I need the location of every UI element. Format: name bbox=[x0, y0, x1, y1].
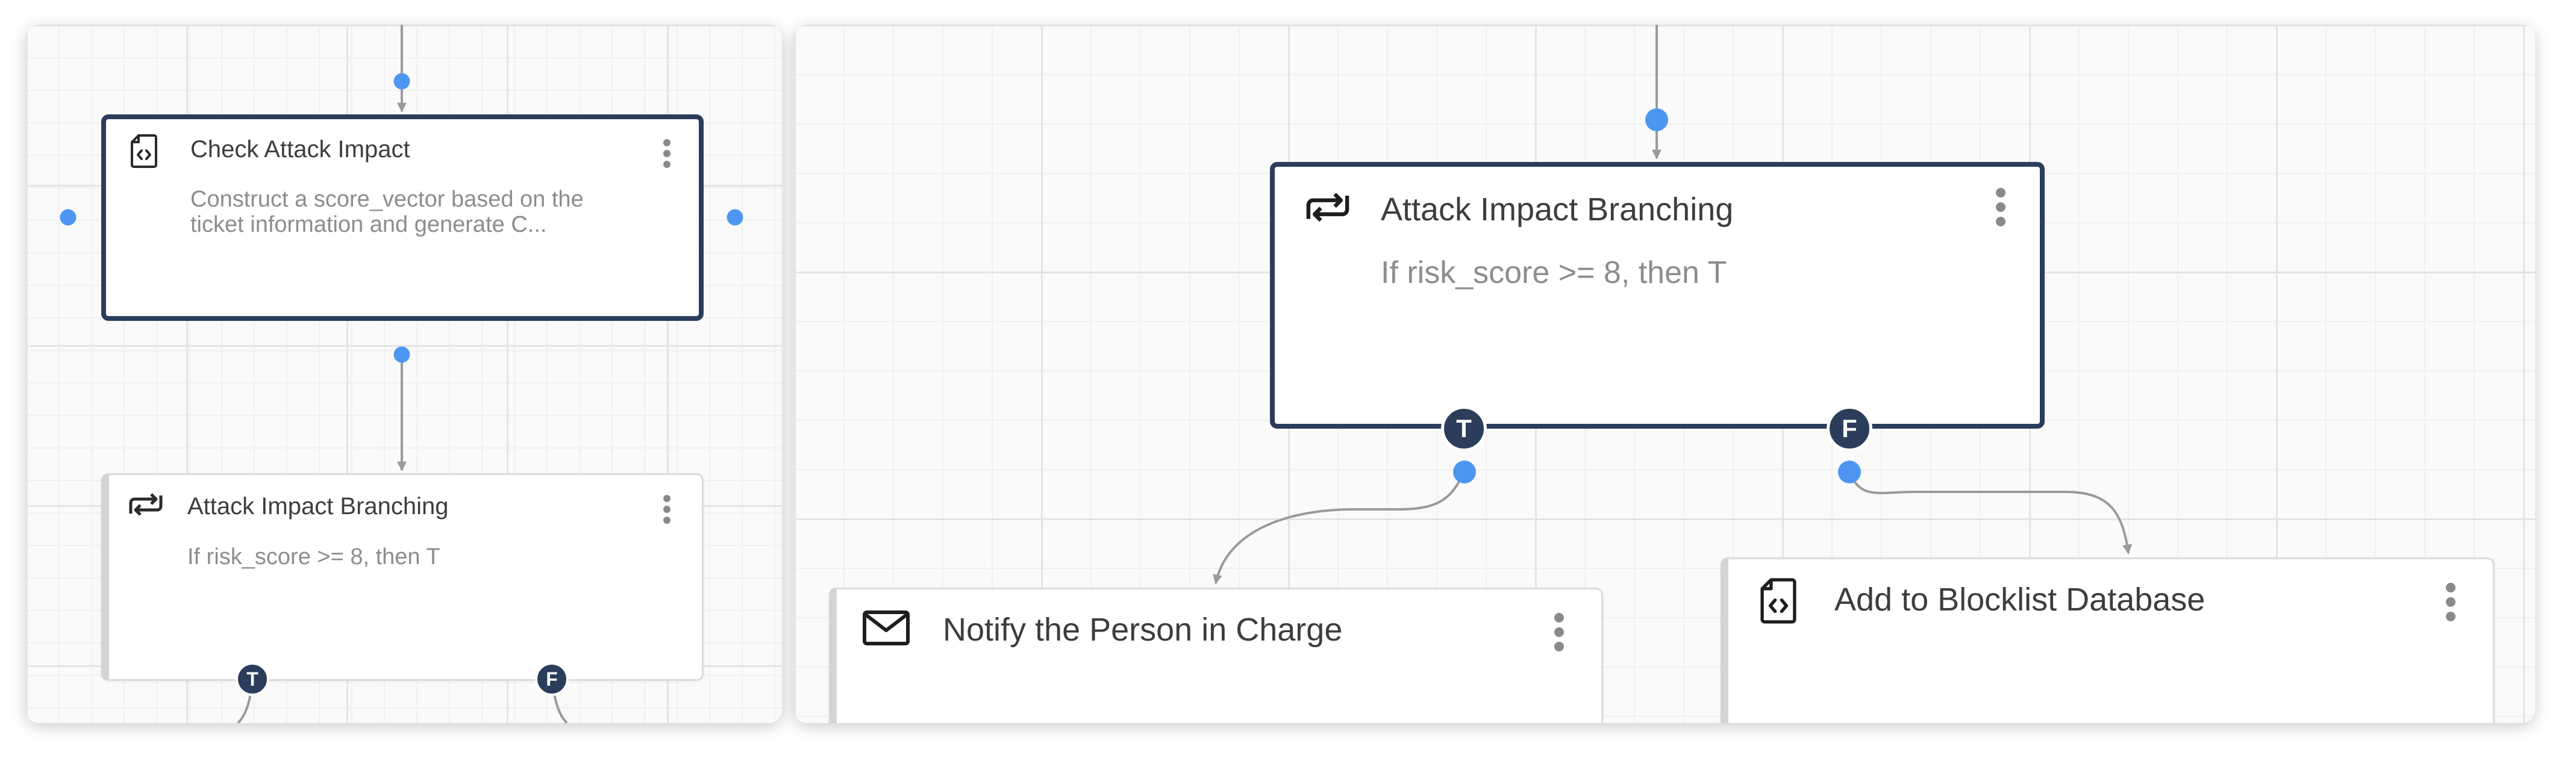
node-notify-person-in-charge[interactable]: Notify the Person in Charge bbox=[829, 588, 1603, 723]
canvas-right[interactable]: Attack Impact Branching If risk_score >=… bbox=[794, 25, 2535, 723]
branch-arrows-icon bbox=[1304, 185, 1352, 228]
node-title: Add to Blocklist Database bbox=[1834, 582, 2206, 618]
branch-arrows-icon bbox=[127, 487, 164, 521]
true-branch-badge[interactable]: T bbox=[1441, 406, 1487, 452]
true-branch-handle[interactable] bbox=[1453, 461, 1476, 483]
node-title: Attack Impact Branching bbox=[187, 493, 449, 520]
true-branch-badge[interactable]: T bbox=[236, 662, 269, 696]
connection-handle-top[interactable] bbox=[393, 73, 410, 90]
node-attack-impact-branching[interactable]: Attack Impact Branching If risk_score >=… bbox=[1270, 162, 2045, 429]
connection-handle-bottom[interactable] bbox=[393, 346, 410, 363]
connection-handle-top[interactable] bbox=[1645, 108, 1668, 131]
false-branch-handle[interactable] bbox=[1838, 461, 1861, 483]
connection-handle-right[interactable] bbox=[727, 209, 743, 226]
node-title: Notify the Person in Charge bbox=[943, 612, 1343, 648]
node-description: Construct a score_vector based on the ti… bbox=[190, 187, 584, 237]
node-menu-icon[interactable] bbox=[1552, 612, 1566, 652]
node-menu-icon[interactable] bbox=[1994, 187, 2007, 227]
edges-right bbox=[1213, 25, 2132, 585]
node-menu-icon[interactable] bbox=[662, 138, 672, 169]
node-description: If risk_score >= 8, then T bbox=[1381, 255, 1727, 290]
node-check-attack-impact[interactable]: Check Attack Impact Construct a score_ve… bbox=[101, 114, 704, 321]
false-branch-badge[interactable]: F bbox=[535, 662, 569, 696]
envelope-icon bbox=[862, 610, 910, 646]
node-title: Attack Impact Branching bbox=[1381, 191, 1734, 228]
code-file-icon bbox=[130, 134, 158, 169]
node-title: Check Attack Impact bbox=[190, 136, 410, 163]
node-description: If risk_score >= 8, then T bbox=[187, 544, 440, 570]
node-menu-icon[interactable] bbox=[662, 494, 672, 524]
connection-handle-left[interactable] bbox=[60, 209, 77, 226]
node-menu-icon[interactable] bbox=[2444, 582, 2457, 622]
edge-true-to-notify-person bbox=[1213, 471, 1465, 585]
edge-false-to-blocklist bbox=[1848, 471, 2132, 554]
false-branch-badge[interactable]: F bbox=[1827, 406, 1872, 452]
node-attack-impact-branching[interactable]: Attack Impact Branching If risk_score >=… bbox=[101, 473, 704, 681]
code-file-icon bbox=[1760, 577, 1797, 624]
canvas-left[interactable]: Check Attack Impact Construct a score_ve… bbox=[26, 25, 782, 723]
node-add-to-blocklist-database[interactable]: Add to Blocklist Database bbox=[1721, 557, 2495, 723]
